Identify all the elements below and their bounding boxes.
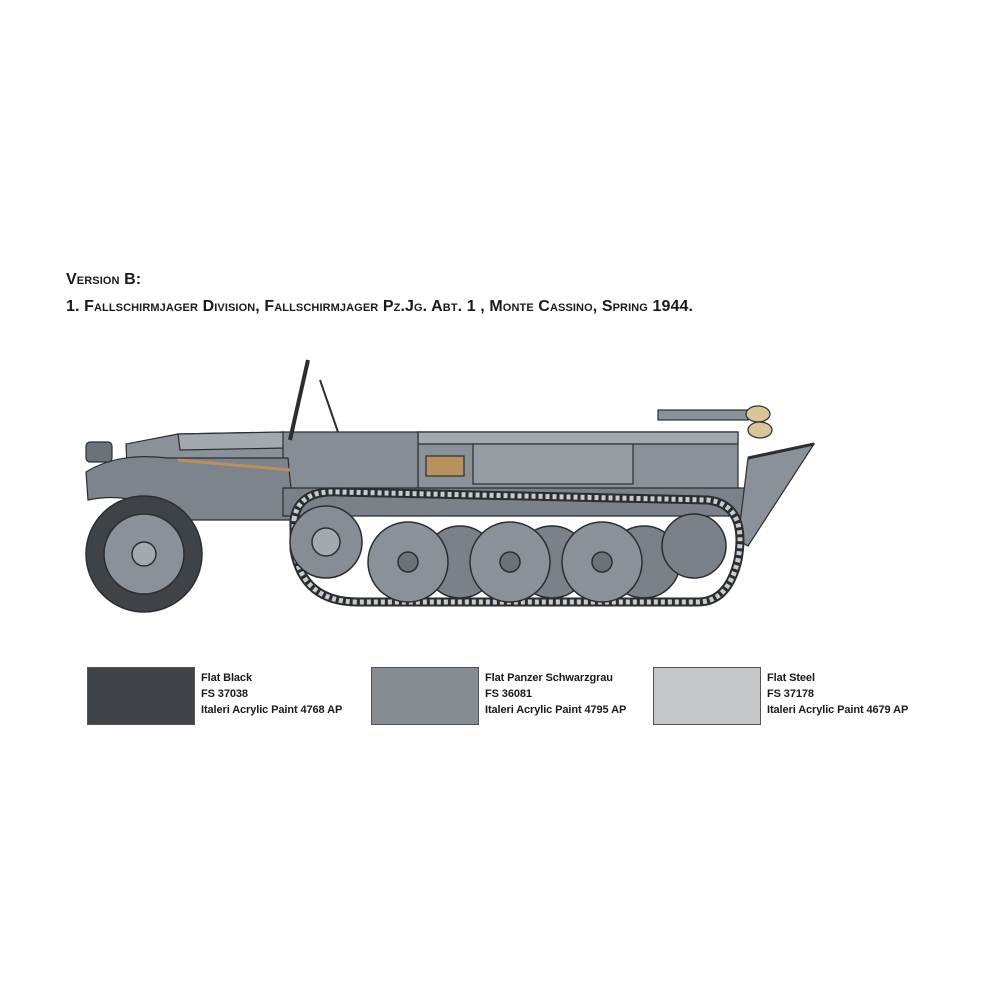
swatch-label: Flat Black FS 37038 Italeri Acrylic Pain… bbox=[201, 670, 342, 718]
unit-description: 1. Fallschirmjager Division, Fallschirmj… bbox=[66, 298, 694, 315]
fs-code: FS 37178 bbox=[767, 688, 814, 700]
vehicle-hull bbox=[85, 359, 816, 547]
paint-name: Flat Steel bbox=[767, 672, 815, 684]
paint-swatch-flat-black: Flat Black FS 37038 Italeri Acrylic Pain… bbox=[87, 667, 387, 725]
color-swatch bbox=[87, 667, 195, 725]
paint-product: Italeri Acrylic Paint 4795 AP bbox=[485, 704, 627, 716]
fs-code: FS 36081 bbox=[485, 688, 532, 700]
paint-product: Italeri Acrylic Paint 4768 AP bbox=[201, 704, 343, 716]
swatch-label: Flat Steel FS 37178 Italeri Acrylic Pain… bbox=[767, 670, 908, 718]
paint-swatch-panzer-schwarzgrau: Flat Panzer Schwarzgrau FS 36081 Italeri… bbox=[371, 667, 671, 725]
paint-name: Flat Black bbox=[201, 672, 252, 684]
paint-product: Italeri Acrylic Paint 4679 AP bbox=[767, 704, 909, 716]
road-wheels bbox=[367, 513, 727, 603]
version-title: Version B: bbox=[66, 271, 142, 288]
color-swatch bbox=[371, 667, 479, 725]
drive-sprocket bbox=[289, 505, 363, 579]
fs-code: FS 37038 bbox=[201, 688, 248, 700]
front-wheel bbox=[85, 495, 203, 613]
halftrack-illustration bbox=[85, 359, 816, 613]
crate-icon bbox=[425, 455, 465, 477]
paint-swatch-flat-steel: Flat Steel FS 37178 Italeri Acrylic Pain… bbox=[653, 667, 973, 725]
color-swatch bbox=[653, 667, 761, 725]
swatch-label: Flat Panzer Schwarzgrau FS 36081 Italeri… bbox=[485, 670, 626, 718]
paint-name: Flat Panzer Schwarzgrau bbox=[485, 672, 613, 684]
header: Version B: 1. Fallschirmjager Division, … bbox=[66, 266, 966, 320]
